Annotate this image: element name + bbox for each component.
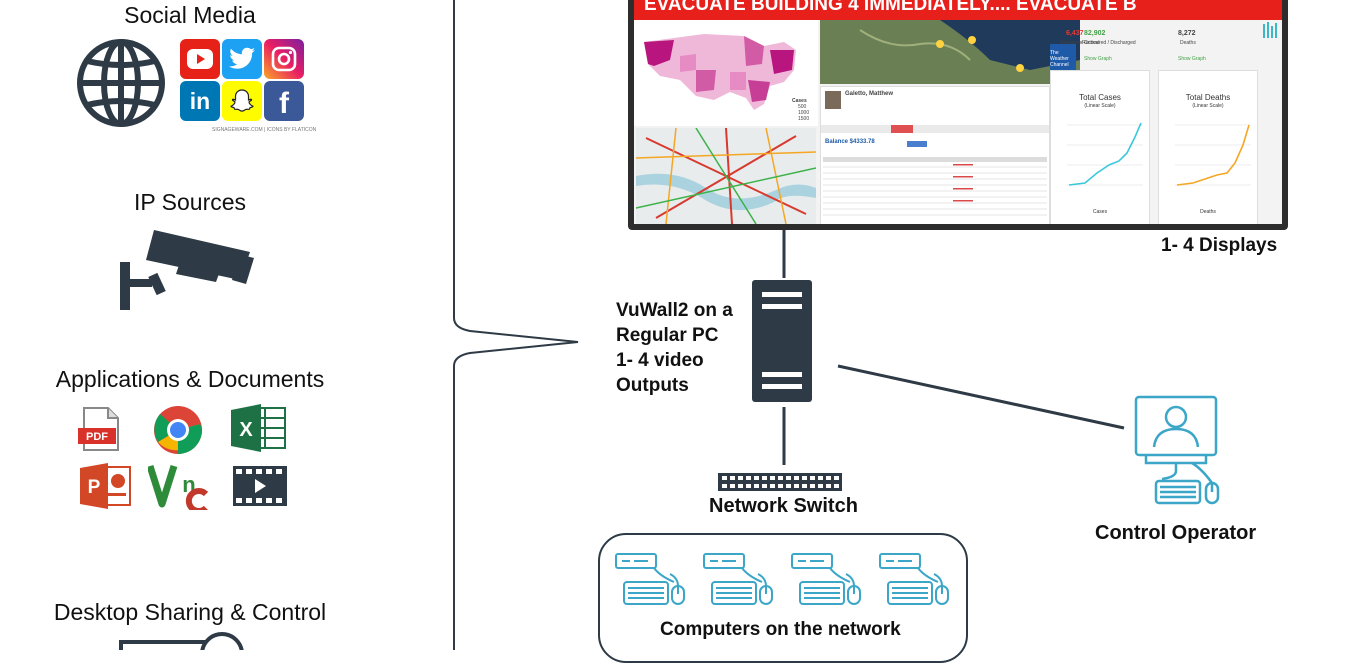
display-screen: EVACUATE BUILDING 4 IMMEDIATELY.... EVAC… xyxy=(634,0,1282,224)
total-deaths-panel: Total Deaths (Linear Scale) Deaths xyxy=(1158,70,1258,224)
computer-2 xyxy=(703,553,773,605)
youtube-icon xyxy=(180,39,220,79)
computer-1 xyxy=(615,553,685,605)
snapchat-icon xyxy=(222,81,262,121)
server-icon xyxy=(752,280,812,402)
svg-text:X: X xyxy=(239,419,253,441)
server-label-line4: Outputs xyxy=(616,375,689,396)
us-map-panel: Cases 500 1000 1500 xyxy=(634,20,818,126)
total-cases-scale: (Linear Scale) xyxy=(1084,103,1116,109)
total-deaths-title: Total Deaths xyxy=(1185,93,1231,102)
cctv-camera-icon xyxy=(120,230,254,310)
show-graph-link-2[interactable]: Show Graph xyxy=(1178,56,1206,62)
stat-serious-value: 6,437 xyxy=(1066,30,1084,37)
displays-label: 1- 4 Displays xyxy=(1161,235,1278,256)
network-switch-icon xyxy=(718,473,842,491)
server-label-line1: VuWall2 on a xyxy=(616,300,733,321)
crm-tabs xyxy=(821,125,1049,133)
map-legend-1500: 1500 xyxy=(798,116,810,122)
show-graph-link-1[interactable]: Show Graph xyxy=(1084,56,1112,62)
stat-recovered-label: Recovered / Discharged xyxy=(1082,40,1136,46)
crm-balance: Balance $4333.78 xyxy=(825,139,875,145)
control-operator-label: Control Operator xyxy=(1095,522,1257,544)
powerpoint-icon: P xyxy=(80,463,131,509)
stat-deaths-value: 8,272 xyxy=(1178,30,1196,37)
map-legend-500: 500 xyxy=(798,104,807,110)
computers-label: Computers on the network xyxy=(660,619,901,640)
chrome-icon xyxy=(154,406,202,454)
total-cases-panel: Total Cases (Linear Scale) Cases xyxy=(1050,70,1150,224)
pdf-icon: PDF xyxy=(78,407,119,451)
globe-icon xyxy=(77,39,165,127)
deaths-legend: Deaths xyxy=(1200,209,1216,215)
ip-sources-title: IP Sources xyxy=(133,189,247,215)
crm-person: Galetto, Matthew xyxy=(845,91,894,97)
computer-3 xyxy=(791,553,861,605)
video-icon xyxy=(233,466,287,506)
weather-channel-label: The Weather Channel xyxy=(1050,50,1069,68)
server-label-line3: 1- 4 video xyxy=(616,350,704,371)
instagram-icon xyxy=(264,39,304,79)
map-legend-1000: 1000 xyxy=(798,110,810,116)
map-legend-title: Cases xyxy=(792,98,807,104)
weather-panel: The Weather Channel xyxy=(820,20,1080,84)
crm-active-tab xyxy=(891,125,913,133)
social-caption: SIGNAGEWARE.COM | ICONS BY FLATICON xyxy=(212,127,317,133)
svg-text:PDF: PDF xyxy=(86,431,108,443)
vnc-icon: n xyxy=(148,464,209,510)
operator-icon xyxy=(1134,395,1220,505)
desktop-sharing-title: Desktop Sharing & Control xyxy=(53,599,327,625)
deaths-curve xyxy=(1175,124,1251,186)
desktop-sharing-icon xyxy=(119,632,244,650)
computer-4 xyxy=(879,553,949,605)
stat-serious-label: Serious or Critical xyxy=(1060,40,1100,46)
excel-icon: X xyxy=(231,404,286,452)
server-label-line2: Regular PC xyxy=(616,325,719,346)
crm-panel: Galetto, Matthew Balance $4333.78 xyxy=(820,86,1050,224)
crm-button xyxy=(907,141,927,147)
cases-curve xyxy=(1067,122,1143,186)
svg-text:P: P xyxy=(88,477,101,498)
applications-title: Applications & Documents xyxy=(55,366,325,392)
twitter-icon xyxy=(222,39,262,79)
crm-table xyxy=(823,157,1047,216)
linkedin-icon: in xyxy=(180,81,220,121)
social-media-title: Social Media xyxy=(124,2,256,28)
facebook-icon: f xyxy=(264,81,304,121)
bars-mini-chart xyxy=(1262,20,1278,40)
traffic-map-panel xyxy=(635,127,817,224)
emergency-banner: EVACUATE BUILDING 4 IMMEDIATELY.... EVAC… xyxy=(634,0,1282,20)
total-cases-title: Total Cases xyxy=(1079,93,1121,102)
stat-recovered-value: 82,902 xyxy=(1084,30,1106,37)
total-deaths-scale: (Linear Scale) xyxy=(1192,103,1224,109)
stat-deaths-label: Deaths xyxy=(1180,40,1196,46)
weather-city-tile xyxy=(1050,44,1076,72)
cases-legend: Cases xyxy=(1092,209,1108,215)
network-switch-label: Network Switch xyxy=(709,495,858,517)
avatar xyxy=(825,91,841,109)
